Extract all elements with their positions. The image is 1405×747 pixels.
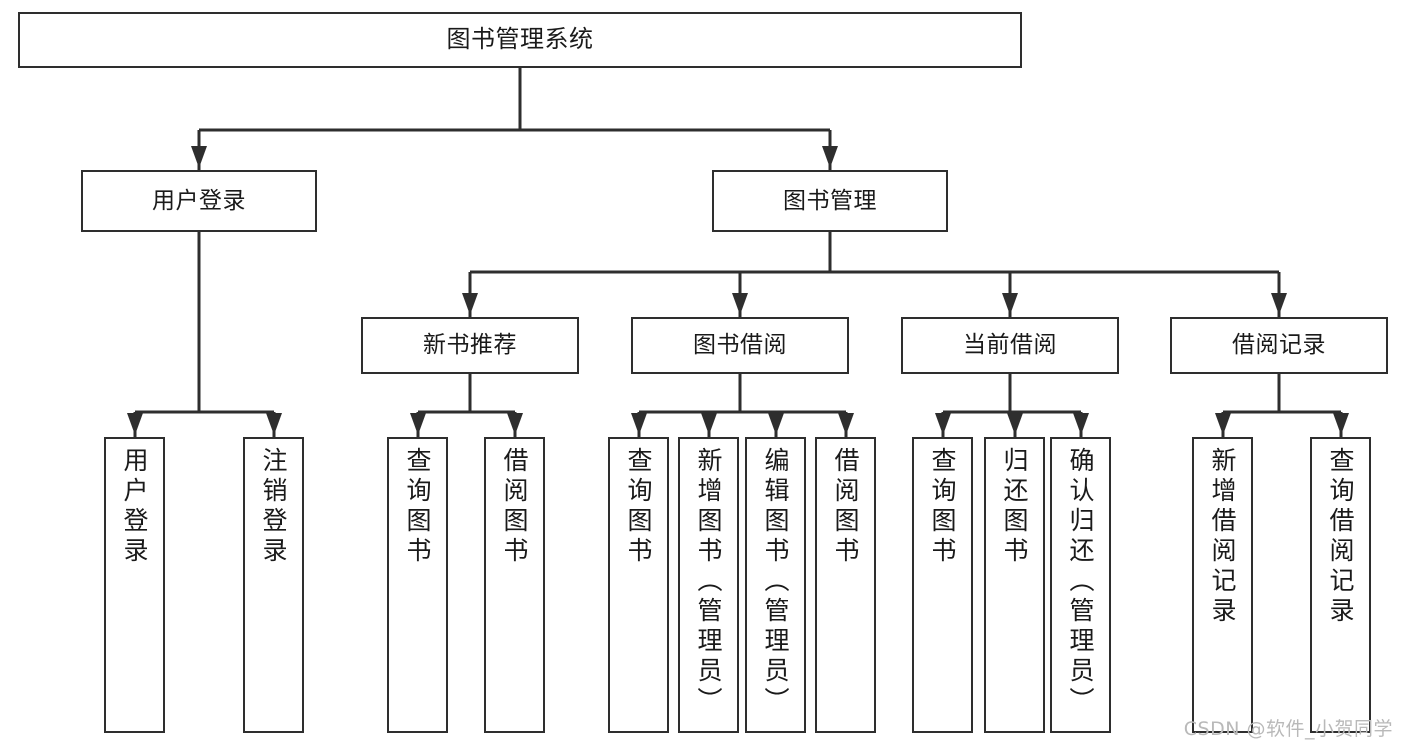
- node-book-borrow[interactable]: 图书借阅: [631, 317, 849, 374]
- arrow-head-leaf-cur-confirm: [1073, 413, 1089, 435]
- node-label: 图书借阅: [693, 332, 787, 359]
- node-label: 新书推荐: [423, 332, 517, 359]
- arrow-head-leaf-cur-return: [1007, 413, 1023, 435]
- node-leaf-rec-query[interactable]: 查询图书: [387, 437, 448, 733]
- node-leaf-brw-borrow[interactable]: 借阅图书: [815, 437, 876, 733]
- node-leaf-rec-borrow[interactable]: 借阅图书: [484, 437, 545, 733]
- csdn-watermark: CSDN @软件_小贺同学: [1183, 718, 1393, 740]
- arrow-head-borrow-record: [1271, 293, 1287, 315]
- node-label: 编辑图书（管理员）: [761, 447, 790, 717]
- node-label: 查询图书: [403, 447, 432, 567]
- node-label: 用户登录: [120, 447, 149, 567]
- node-new-book-rec[interactable]: 新书推荐: [361, 317, 579, 374]
- node-leaf-cur-query[interactable]: 查询图书: [912, 437, 973, 733]
- arrow-head-leaf-brw-add: [701, 413, 717, 435]
- node-leaf-rec-add[interactable]: 新增借阅记录: [1192, 437, 1253, 733]
- node-leaf-user-logout[interactable]: 注销登录: [243, 437, 304, 733]
- node-borrow-record[interactable]: 借阅记录: [1170, 317, 1388, 374]
- node-label: 确认归还（管理员）: [1066, 447, 1095, 717]
- node-label: 借阅记录: [1232, 332, 1326, 359]
- node-leaf-rec-query2[interactable]: 查询借阅记录: [1310, 437, 1371, 733]
- node-leaf-brw-query[interactable]: 查询图书: [608, 437, 669, 733]
- node-label: 当前借阅: [963, 332, 1057, 359]
- node-label: 借阅图书: [500, 447, 529, 567]
- arrow-head-leaf-brw-query: [631, 413, 647, 435]
- arrow-head-leaf-rec-query: [410, 413, 426, 435]
- arrow-head-new-book-rec: [462, 293, 478, 315]
- node-label: 图书管理系统: [446, 25, 594, 54]
- node-label: 归还图书: [1000, 447, 1029, 567]
- arrow-head-leaf-rec-add: [1215, 413, 1231, 435]
- node-label: 用户登录: [152, 187, 246, 214]
- arrow-head-leaf-user-logout: [266, 413, 282, 435]
- arrow-head-leaf-brw-borrow: [838, 413, 854, 435]
- node-leaf-cur-confirm[interactable]: 确认归还（管理员）: [1050, 437, 1111, 733]
- node-root[interactable]: 图书管理系统: [18, 12, 1022, 68]
- node-label: 注销登录: [259, 447, 288, 567]
- node-label: 查询图书: [624, 447, 653, 567]
- arrow-head-leaf-cur-query: [935, 413, 951, 435]
- arrow-head-user-login: [191, 146, 207, 168]
- arrow-head-book-mgmt: [822, 146, 838, 168]
- arrow-head-current-borrow: [1002, 293, 1018, 315]
- node-label: 新增图书（管理员）: [694, 447, 723, 717]
- node-leaf-brw-add[interactable]: 新增图书（管理员）: [678, 437, 739, 733]
- arrow-head-book-borrow: [732, 293, 748, 315]
- node-leaf-brw-edit[interactable]: 编辑图书（管理员）: [745, 437, 806, 733]
- node-label: 查询图书: [928, 447, 957, 567]
- node-leaf-cur-return[interactable]: 归还图书: [984, 437, 1045, 733]
- node-leaf-user-login[interactable]: 用户登录: [104, 437, 165, 733]
- node-label: 图书管理: [783, 187, 877, 214]
- node-label: 新增借阅记录: [1208, 447, 1237, 627]
- arrow-head-leaf-rec-query2: [1333, 413, 1349, 435]
- arrow-head-leaf-rec-borrow: [507, 413, 523, 435]
- node-label: 查询借阅记录: [1326, 447, 1355, 627]
- node-label: 借阅图书: [831, 447, 860, 567]
- node-current-borrow[interactable]: 当前借阅: [901, 317, 1119, 374]
- arrow-head-leaf-user-login: [127, 413, 143, 435]
- arrow-head-leaf-brw-edit: [768, 413, 784, 435]
- node-user-login[interactable]: 用户登录: [81, 170, 317, 232]
- node-book-mgmt[interactable]: 图书管理: [712, 170, 948, 232]
